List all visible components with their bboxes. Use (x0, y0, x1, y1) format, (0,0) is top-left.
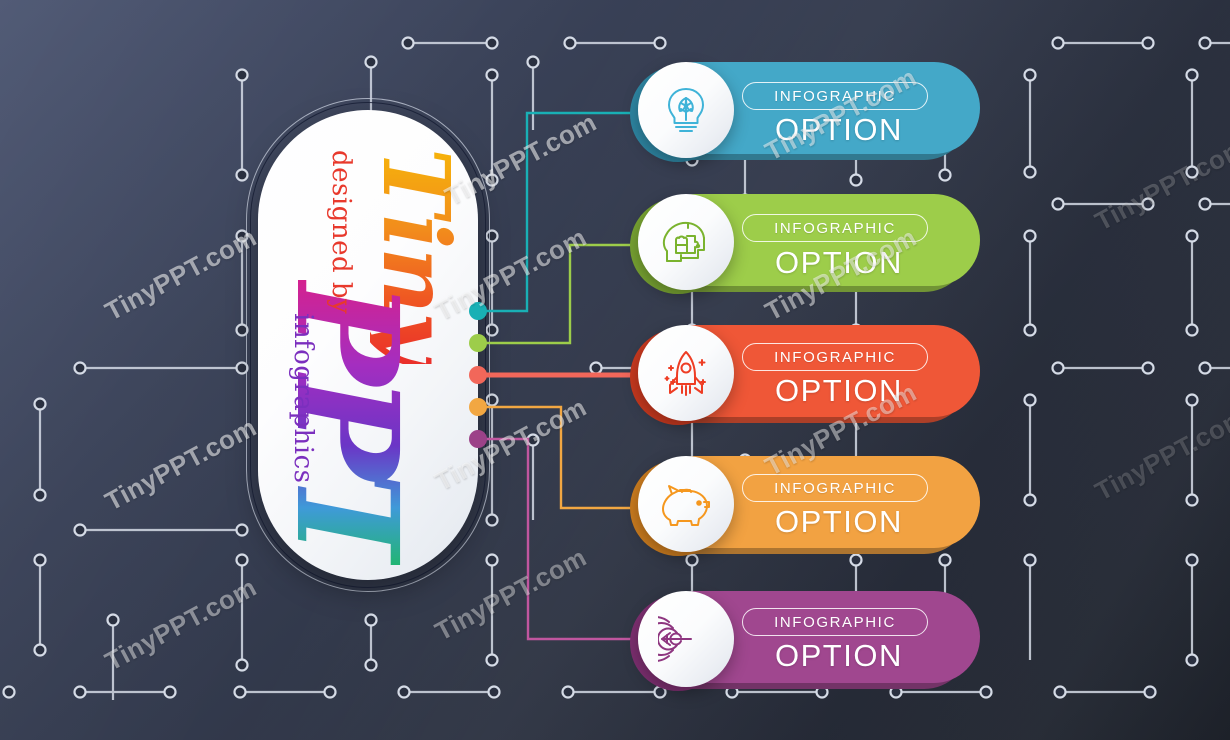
option-eyebrow-pill-1: INFOGRAPHIC (742, 82, 928, 110)
option-eyebrow-pill-4: INFOGRAPHIC (742, 474, 928, 502)
option-eyebrow-label-4: INFOGRAPHIC (774, 479, 896, 497)
connector-dot-5[interactable] (469, 430, 487, 448)
connector-dot-1[interactable] (469, 302, 487, 320)
piggy-bank-icon (662, 485, 710, 526)
option-title-5: OPTION (775, 638, 903, 673)
oval-outer-light-ring (246, 98, 490, 592)
option-icon-group-4[interactable] (630, 456, 734, 556)
option-icon-disc-2[interactable] (638, 194, 734, 290)
connector-line-1 (478, 111, 648, 313)
option-icon-group-5[interactable] (630, 591, 734, 691)
connector-dot-3[interactable] (469, 366, 487, 384)
rocket-icon (664, 351, 706, 396)
option-eyebrow-pill-3: INFOGRAPHIC (742, 343, 928, 371)
option-icon-disc-5[interactable] (638, 591, 734, 687)
connector-dot-4[interactable] (469, 398, 487, 416)
option-icon-disc-4[interactable] (638, 456, 734, 552)
connector-dot-2[interactable] (469, 334, 487, 352)
head-puzzle-icon (662, 221, 705, 262)
option-icon-group-2[interactable] (630, 194, 734, 294)
option-eyebrow-label-2: INFOGRAPHIC (774, 219, 896, 237)
option-title-4: OPTION (775, 504, 903, 539)
connector-line-4 (478, 405, 648, 510)
connector-line-2 (478, 243, 648, 345)
option-title-2: OPTION (775, 245, 903, 280)
option-eyebrow-label-5: INFOGRAPHIC (774, 613, 896, 631)
lightbulb-leaf-icon (668, 88, 704, 132)
option-eyebrow-label-3: INFOGRAPHIC (774, 348, 896, 366)
option-title-1: OPTION (775, 112, 903, 147)
option-icon-disc-3[interactable] (638, 325, 734, 421)
connector-line-5 (478, 437, 648, 641)
option-icon-group-1[interactable] (630, 62, 734, 162)
option-eyebrow-pill-2: INFOGRAPHIC (742, 214, 928, 242)
option-icon-disc-1[interactable] (638, 62, 734, 158)
option-eyebrow-pill-5: INFOGRAPHIC (742, 608, 928, 636)
logo-card: Tiny PPT designed by infographics (258, 110, 478, 580)
option-title-3: OPTION (775, 373, 903, 408)
target-arrow-icon (658, 616, 692, 662)
option-eyebrow-label-1: INFOGRAPHIC (774, 87, 896, 105)
option-icon-group-3[interactable] (630, 325, 734, 425)
